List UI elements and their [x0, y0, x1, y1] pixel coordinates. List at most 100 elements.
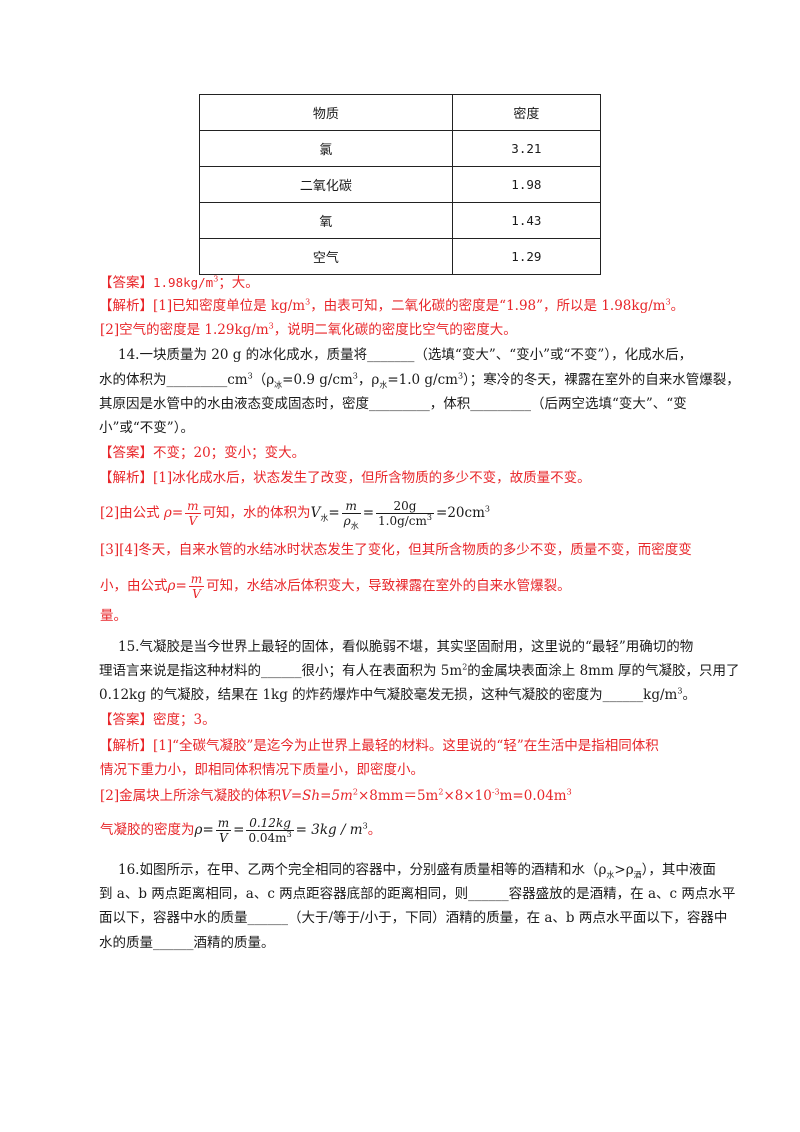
density-table: 物质 密度 氯 3.21 二氧化碳 1.98 氧 1.43 空气 1.29	[199, 94, 602, 275]
table-cell: 3.21	[451, 130, 602, 167]
formula-numerator: 20g	[376, 499, 435, 514]
formula-symbol: =	[175, 578, 187, 594]
formula-symbol: =	[233, 822, 245, 838]
formula-symbol: V	[310, 505, 321, 521]
q13-analysis-1: 【解析】[1]已知密度单位是 kg/m3，由表可知，二氧化碳的密度是“1.98”…	[99, 297, 685, 314]
subscript: 冰	[274, 380, 283, 390]
formula-symbol: V	[188, 514, 198, 528]
formula-symbol: m	[217, 816, 230, 830]
analysis-text: 气凝胶的密度为	[100, 822, 195, 838]
formula-text: ×8mm＝5m	[357, 788, 439, 804]
q14-line-4: 小”或“不变”）。	[99, 420, 194, 436]
q16-line-1: 16.如图所示，在甲、乙两个完全相同的容器中，分别盛有质量相等的酒精和水（ρ水>…	[118, 860, 716, 880]
analysis-text: [1]冰化成水后，状态发生了改变，但所含物质的多少不变，故质量不变。	[153, 470, 591, 486]
q14-analysis-3: [3][4]冬天，自来水管的水结冰时状态发生了变化，但其所含物质的多少不变，质量…	[100, 542, 692, 558]
question-text: =0.9 g/cm	[282, 372, 353, 388]
table-cell: 二氧化碳	[199, 166, 453, 203]
answer-tag: 【答案】	[99, 275, 153, 291]
table-header-cell: 物质	[199, 94, 453, 131]
analysis-text: 小，由公式	[100, 578, 168, 594]
formula-text: ×8×10	[443, 788, 492, 804]
formula-symbol: =	[202, 822, 214, 838]
q15-line-2: 理语言来说是指这种材料的______很小；有人在表面积为 5m2的金属块表面涂上…	[99, 662, 740, 679]
analysis-tag: 【解析】	[99, 470, 153, 486]
question-text: ），其中液面	[641, 862, 716, 878]
table-cell: 1.29	[451, 238, 602, 275]
q14-line-3: 其原因是水管中的水由液态变成固态时，密度_________，体积________…	[99, 396, 687, 412]
formula-symbol: ρ	[194, 822, 203, 838]
formula-numerator: 0.12kg	[249, 816, 291, 830]
analysis-text: [2]空气的密度是 1.29kg/m	[100, 322, 269, 338]
question-text: 的金属块表面涂上 8mm 厚的气凝胶，只用了	[467, 663, 740, 679]
analysis-text: ，由表可知，二氧化碳的密度是“1.98”，所以是 1.98kg/m	[310, 298, 666, 314]
q15-line-3: 0.12kg 的气凝胶，结果在 1kg 的炸药爆炸中气凝胶毫发无损，这种气凝胶的…	[99, 686, 696, 703]
question-text: 理语言来说是指这种材料的______很小；有人在表面积为 5m	[99, 663, 463, 679]
table-row: 氧 1.43	[199, 202, 602, 239]
formula-text: m=0.04m	[499, 788, 567, 804]
q15-answer: 【答案】密度；3。	[99, 710, 216, 730]
question-text: ，ρ	[357, 372, 380, 388]
analysis-text: [2]金属块上所涂气凝胶的体积	[100, 788, 282, 804]
formula-symbol: V	[192, 587, 201, 601]
table-cell: 氯	[199, 130, 453, 167]
question-text: =1.0 g/cm	[387, 372, 458, 388]
analysis-tag: 【解析】	[99, 738, 153, 754]
question-text: （ρ	[252, 372, 275, 388]
q13-answer: 【答案】1.98kg/m3；大。	[99, 274, 259, 291]
question-text: 。	[682, 687, 696, 703]
q16-line-2: 到 a、b 两点距离相同，a、c 两点距容器底部的距离相同，则______容器盛…	[99, 886, 736, 902]
analysis-text: 。	[670, 298, 685, 314]
formula-symbol: m	[187, 499, 199, 513]
table-cell: 空气	[199, 238, 453, 275]
question-text: 16.如图所示，在甲、乙两个完全相同的容器中，分别盛有质量相等的酒精和水（ρ	[118, 862, 607, 878]
q14-answer: 【答案】不变；20；变小；变大。	[99, 443, 305, 463]
q14-stray-text: 量。	[100, 608, 127, 624]
table-cell: 1.43	[451, 202, 602, 239]
q15-analysis-2: [2]金属块上所涂气凝胶的体积V=Sh=5m2×8mm＝5m2×8×10-3m=…	[100, 786, 572, 806]
answer-text: 不变；20；变小；变大。	[153, 445, 306, 461]
formula-symbol: V	[219, 831, 228, 845]
subscript: 酒	[633, 870, 642, 880]
answer-text: 密度；3。	[153, 712, 216, 728]
answer-text: 1.98kg/m	[153, 275, 214, 290]
volume-formula: V=Sh=5m2×8mm＝5m2×8×10-3m=0.04m3	[281, 787, 572, 804]
q16-line-4: 水的质量______酒精的质量。	[99, 935, 275, 951]
formula-symbol: ρ	[343, 514, 351, 528]
table-header-cell: 密度	[451, 94, 602, 131]
question-text: ）；寒冷的冬天，裸露在室外的自来水管爆裂，	[463, 372, 740, 388]
analysis-tag: 【解析】	[99, 298, 153, 314]
formula-symbol: ρ	[163, 505, 172, 521]
q13-analysis-2: [2]空气的密度是 1.29kg/m3，说明二氧化碳的密度比空气的密度大。	[100, 321, 517, 338]
q15-analysis-1b: 情况下重力小，即相同体积情况下质量小，即密度小。	[100, 762, 424, 778]
formula-text: V=Sh=5m	[281, 788, 353, 804]
question-text: >ρ	[614, 862, 634, 878]
q15-analysis-1: 【解析】[1]“全碳气凝胶”是迄今为止世界上最轻的材料。这里说的“轻”在生活中是…	[99, 736, 659, 756]
subscript: 水	[606, 870, 615, 880]
q14-line-1: 14.一块质量为 20 g 的冰化成水，质量将_______（选填“变大”、“变…	[118, 347, 693, 363]
formula-symbol: m	[345, 499, 357, 513]
formula-result: =20cm	[436, 505, 485, 521]
q16-line-3: 面以下，容器中水的质量______（大于/等于/小于，下同）酒精的质量，在 a、…	[99, 910, 728, 926]
answer-tag: 【答案】	[99, 445, 153, 461]
answer-text: ；大。	[218, 275, 259, 291]
q14-analysis-1: 【解析】[1]冰化成水后，状态发生了改变，但所含物质的多少不变，故质量不变。	[99, 468, 591, 488]
table-cell: 氧	[199, 202, 453, 239]
question-text: 水的体积为_________cm	[99, 372, 248, 388]
analysis-text: 。	[367, 822, 382, 838]
table-header-row: 物质 密度	[199, 94, 602, 131]
table-row: 氯 3.21	[199, 130, 602, 167]
analysis-text: [1]“全碳气凝胶”是迄今为止世界上最轻的材料。这里说的“轻”在生活中是指相同体…	[153, 738, 659, 754]
q15-line-1: 15.气凝胶是当今世界上最轻的固体，看似脆弱不堪，其实坚固耐用，这里说的“最轻”…	[118, 639, 694, 655]
exponent: -3	[491, 787, 500, 797]
analysis-text: [2]由公式	[100, 505, 160, 521]
subscript: 水	[379, 380, 388, 390]
analysis-text: [1]已知密度单位是 kg/m	[153, 298, 306, 314]
formula-result: = 3kg / m	[295, 822, 363, 838]
formula-symbol: =	[362, 505, 374, 521]
subscript: 水	[320, 513, 329, 523]
